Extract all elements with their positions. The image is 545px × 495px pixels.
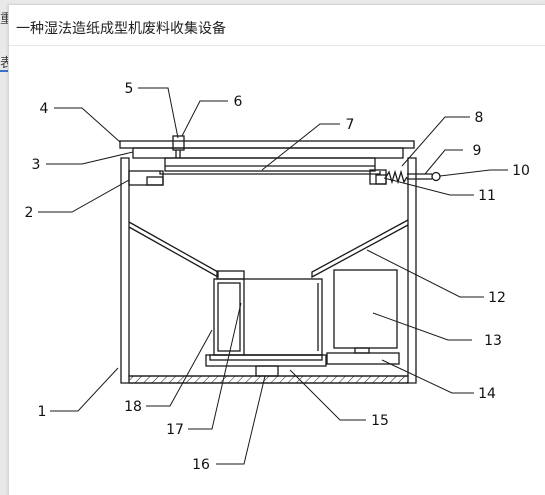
leader-12 bbox=[366, 249, 484, 298]
leader-15 bbox=[289, 369, 366, 421]
pull-knob bbox=[431, 171, 441, 182]
leader-10 bbox=[439, 169, 508, 177]
leader-9 bbox=[424, 149, 463, 175]
callout-7: 7 bbox=[346, 117, 355, 133]
callout-17: 17 bbox=[166, 422, 184, 438]
title-bar: 一种湿法造纸成型机废料收集设备 bbox=[9, 5, 545, 46]
collection-bin bbox=[213, 278, 323, 356]
leader-7 bbox=[261, 123, 340, 171]
callout-15: 15 bbox=[371, 413, 389, 429]
leader-5 bbox=[138, 87, 179, 139]
leader-3 bbox=[46, 151, 134, 165]
box-floor bbox=[128, 375, 409, 384]
screen-tray bbox=[159, 171, 381, 175]
background-window-tab-glyph[interactable]: 表 bbox=[0, 52, 8, 72]
slide-block-left bbox=[128, 170, 164, 186]
leader-8 bbox=[401, 116, 470, 167]
slide-block-right bbox=[369, 169, 387, 185]
bin-top-cap bbox=[216, 270, 245, 280]
leader-4 bbox=[54, 107, 121, 143]
guide-plate-right bbox=[311, 219, 409, 279]
leader-1 bbox=[50, 367, 119, 412]
callout-12: 12 bbox=[488, 290, 506, 306]
background-window-edge-glyph: 重 bbox=[0, 12, 8, 24]
callout-5: 5 bbox=[125, 81, 134, 97]
slide-block-left-inner bbox=[146, 176, 164, 186]
callout-9: 9 bbox=[473, 143, 482, 159]
lid-handle bbox=[172, 135, 185, 151]
leader-6 bbox=[181, 100, 228, 137]
callout-11: 11 bbox=[478, 188, 496, 204]
leader-lines bbox=[38, 87, 508, 465]
leader-17 bbox=[188, 302, 242, 430]
spring bbox=[385, 169, 408, 185]
leader-2 bbox=[38, 179, 130, 213]
callout-10: 10 bbox=[512, 163, 530, 179]
document-title: 一种湿法造纸成型机废料收集设备 bbox=[16, 21, 226, 37]
callout-16: 16 bbox=[192, 457, 210, 473]
leader-14 bbox=[381, 359, 474, 394]
motor-base bbox=[326, 352, 400, 365]
bin-inner-wall bbox=[217, 282, 241, 352]
callout-4: 4 bbox=[40, 101, 49, 117]
slide-block-right-inner bbox=[375, 174, 387, 185]
leader-11 bbox=[383, 177, 474, 196]
motor-box bbox=[333, 269, 398, 349]
support-tray-inner bbox=[209, 354, 323, 361]
callout-13: 13 bbox=[484, 333, 502, 349]
guide-plate-left bbox=[128, 221, 219, 279]
callout-18: 18 bbox=[124, 399, 142, 415]
screen-plate bbox=[164, 157, 376, 172]
leader-16 bbox=[216, 375, 266, 465]
callout-2: 2 bbox=[25, 205, 34, 221]
callout-3: 3 bbox=[32, 157, 41, 173]
callout-14: 14 bbox=[478, 386, 496, 402]
lid-plate bbox=[119, 140, 415, 149]
leader-13 bbox=[372, 312, 472, 341]
leader-18 bbox=[146, 329, 213, 407]
document-panel: 一种湿法造纸成型机废料收集设备 bbox=[8, 4, 545, 495]
callout-8: 8 bbox=[475, 110, 484, 126]
callout-6: 6 bbox=[234, 94, 243, 110]
callout-1: 1 bbox=[38, 404, 47, 420]
motor-mount bbox=[354, 347, 370, 354]
support-foot bbox=[255, 365, 279, 377]
